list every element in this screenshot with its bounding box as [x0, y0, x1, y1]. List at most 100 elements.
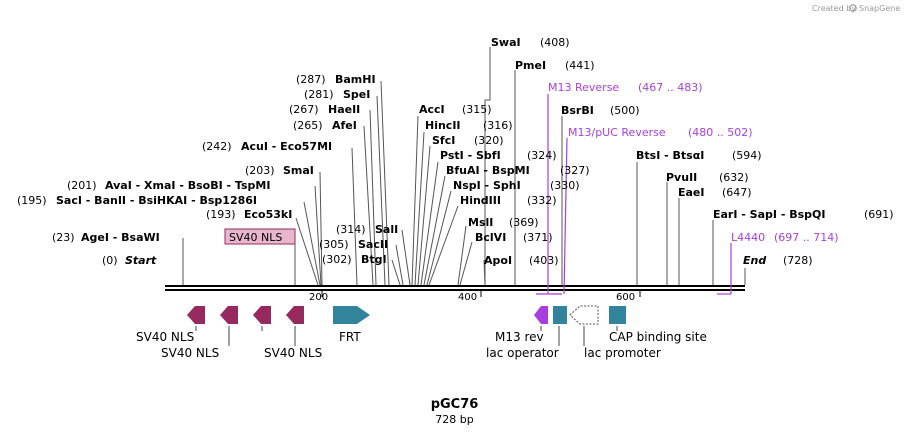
site-avai-pos: (201): [67, 179, 97, 192]
site-btsi-pos: (594): [732, 149, 762, 162]
leader-psti: [420, 161, 439, 286]
feature-label-sv40-nls-2: SV40 NLS: [161, 346, 219, 360]
feature-sv40-nls-arrow-1: [187, 306, 205, 324]
site-afei-name: AfeI: [332, 119, 357, 132]
leader-sfci: [417, 145, 431, 286]
feature-label-m13-rev: M13 rev: [495, 330, 544, 344]
site-bclvi-name: BclVI: [475, 231, 506, 244]
site-start-name: Start: [125, 254, 157, 267]
site-hindiii-name: HindIII: [460, 194, 501, 207]
leader-spei: [376, 95, 386, 286]
axis-tick-400: 400: [458, 291, 482, 303]
leader-sali: [401, 229, 411, 286]
site-haeii-name: HaeII: [328, 103, 360, 116]
site-end-pos: (728): [783, 254, 813, 267]
sv40-nls-highlight-label: SV40 NLS: [229, 231, 282, 244]
site-hindiii-pos: (332): [527, 194, 557, 207]
feature-label-lac-operator: lac operator: [486, 346, 559, 360]
site-saci-name: SacI - BanII - BsiHKAI - Bsp1286I: [56, 194, 257, 207]
site-hincii-pos: (316): [483, 119, 513, 132]
site-pvuii-pos: (632): [719, 171, 749, 184]
primer-markers: [536, 94, 732, 295]
site-acui-name: AcuI - Eco57MI: [241, 140, 332, 153]
site-sfci-name: SfcI: [432, 134, 455, 147]
primer-m13-reverse-name: M13 Reverse: [548, 81, 619, 94]
site-spei-name: SpeI: [343, 88, 370, 101]
leader-eco53ki: [295, 217, 319, 286]
site-btgi-name: BtgI: [361, 253, 387, 266]
site-bclvi-pos: (371): [523, 231, 553, 244]
site-eaei-name: EaeI: [678, 186, 705, 199]
leader-saci: [303, 201, 321, 286]
leader-acui: [351, 147, 358, 286]
site-acui-pos: (242): [202, 140, 232, 153]
feature-sv40-nls-arrow-4: [286, 306, 304, 324]
leader-afei: [363, 125, 374, 286]
site-agei-pos: (23): [52, 231, 75, 244]
plasmid-length: 728 bp: [435, 413, 473, 426]
feature-sv40-nls-arrow-2: [220, 306, 238, 324]
site-bamhi-name: BamHI: [335, 73, 376, 86]
site-psti-pos: (324): [527, 149, 557, 162]
site-start-pos: (0): [102, 254, 118, 267]
site-eco53ki-pos: (193): [206, 208, 236, 221]
site-saci-pos: (195): [17, 194, 47, 207]
leader-hincii: [414, 131, 425, 286]
feature-leader-lines: [195, 326, 618, 346]
feature-track: [187, 305, 626, 325]
site-bsrbi-pos: (500): [610, 104, 640, 117]
site-psti-name: PstI - SbfI: [440, 149, 501, 162]
leader-avai: [314, 185, 322, 286]
feature-label-sv40-nls-1: SV40 NLS: [136, 330, 194, 344]
leader-smai: [319, 171, 323, 286]
site-spei-pos: (281): [304, 88, 334, 101]
site-pvuii-name: PvuII: [666, 171, 697, 184]
feature-label-cap-binding-site: CAP binding site: [609, 330, 707, 344]
primer-m13-puc-reverse-name: M13/pUC Reverse: [568, 126, 666, 139]
leader-sacii: [395, 244, 404, 286]
site-btgi-pos: (302): [322, 253, 352, 266]
plasmid-name: pGC76: [431, 397, 479, 412]
primer-l4440-range: (697 .. 714): [774, 231, 839, 244]
site-sfci-pos: (320): [474, 134, 504, 147]
site-eaei-pos: (647): [722, 186, 752, 199]
axis-tick-200: 200: [309, 291, 328, 303]
site-btsi-name: BtsI - BtsαI: [636, 149, 704, 162]
site-swai-pos: (408): [540, 36, 570, 49]
site-end-name: End: [743, 254, 766, 267]
leader-msli: [457, 225, 467, 286]
site-avai-name: AvaI - XmaI - BsoBI - TspMI: [105, 179, 270, 192]
site-smai-name: SmaI: [283, 164, 314, 177]
site-afei-pos: (265): [293, 119, 323, 132]
site-swai-name: SwaI: [491, 36, 521, 49]
site-eari-pos: (691): [864, 208, 894, 221]
site-nspi-pos: (330): [550, 179, 580, 192]
primer-labels: M13 Reverse (467 .. 483) M13/pUC Reverse…: [548, 81, 839, 244]
leader-nspi: [426, 190, 452, 286]
site-hincii-name: HincII: [425, 119, 461, 132]
site-bamhi-pos: (287): [296, 73, 326, 86]
site-bfuai-pos: (327): [560, 164, 590, 177]
leader-bamhi: [380, 80, 390, 286]
leader-btgi: [391, 259, 401, 286]
site-sali-pos: (314): [336, 223, 366, 236]
sv40-nls-highlight: SV40 NLS: [224, 228, 296, 285]
site-acci-name: AccI: [419, 103, 445, 116]
leader-swai: [484, 47, 491, 285]
feature-label-frt: FRT: [339, 330, 361, 344]
site-msli-name: MslI: [468, 216, 493, 229]
feature-m13-rev-arrow: [534, 306, 548, 324]
site-leader-lines: [182, 47, 746, 286]
site-labels: (0) Start (23) AgeI - BsaWI (193) Eco53k…: [17, 36, 894, 267]
axis-tick-label-600: 600: [616, 292, 635, 303]
primer-m13-puc-reverse-leader: [563, 137, 568, 295]
feature-lac-operator-box: [553, 306, 567, 324]
backbone: [165, 285, 745, 291]
site-bfuai-name: BfuAI - BspMI: [446, 164, 530, 177]
feature-label-sv40-nls-3: SV40 NLS: [264, 346, 322, 360]
leader-acci: [411, 115, 419, 286]
leader-hindiii: [428, 205, 459, 286]
axis-tick-600: 600: [616, 291, 641, 303]
site-sacii-name: SacII: [358, 238, 388, 251]
